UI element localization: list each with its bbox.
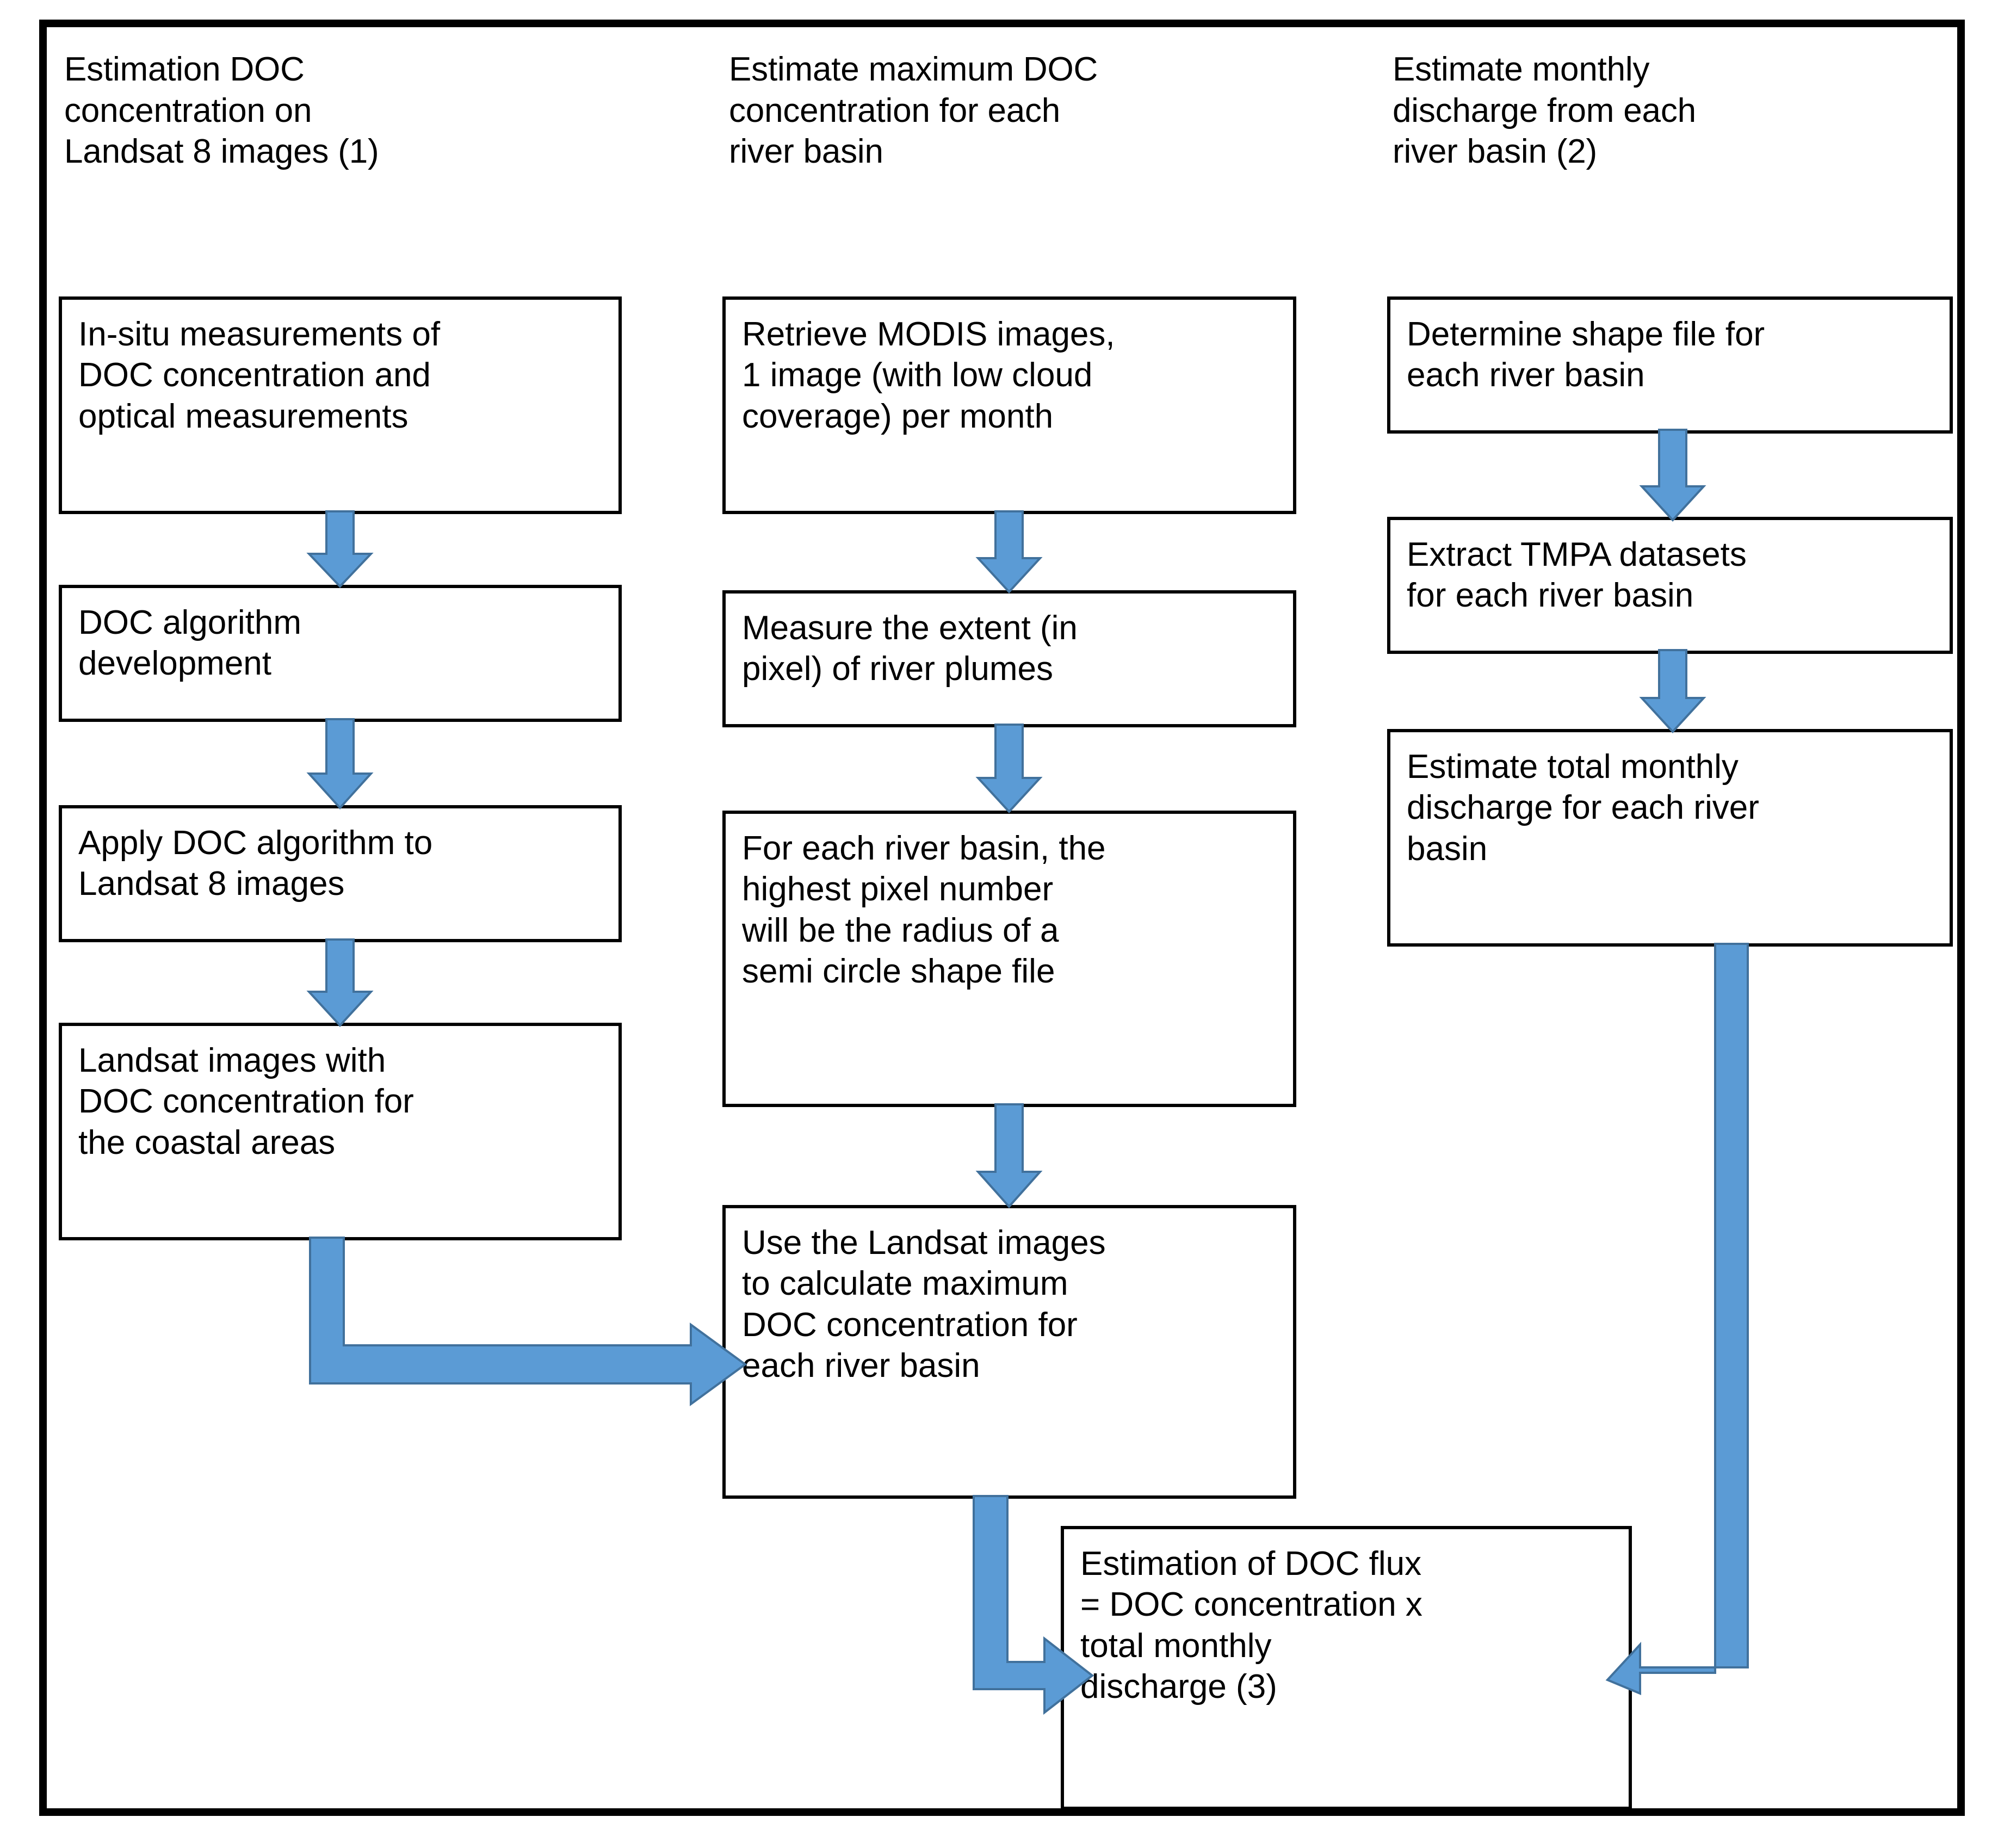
connector-arrow-down-4: [974, 510, 1044, 594]
connector-arrow-down-1: [305, 510, 375, 588]
node-determine-shape-file[interactable]: Determine shape file for each river basi…: [1387, 296, 1953, 434]
node-landsat-images-doc-coastal[interactable]: Landsat images with DOC concentration fo…: [59, 1023, 622, 1240]
connector-arrow-down-8: [1637, 649, 1708, 733]
node-apply-doc-algorithm[interactable]: Apply DOC algorithm to Landsat 8 images: [59, 805, 622, 942]
node-retrieve-modis-images[interactable]: Retrieve MODIS images, 1 image (with low…: [722, 296, 1296, 514]
column-header-2: Estimate maximum DOC concentration for e…: [729, 51, 1098, 171]
connector-arrow-down-2: [305, 718, 375, 809]
node-in-situ-measurements[interactable]: In-situ measurements of DOC concentratio…: [59, 296, 622, 514]
node-extract-tmpa-datasets[interactable]: Extract TMPA datasets for each river bas…: [1387, 517, 1953, 654]
connector-elbow-maxdoc-to-flux: [973, 1495, 1099, 1715]
column-header-3: Estimate monthly discharge from each riv…: [1393, 51, 1696, 171]
node-highest-pixel-radius-semicircle[interactable]: For each river basin, the highest pixel …: [722, 811, 1296, 1107]
connector-elbow-discharge-to-flux: [1605, 943, 1749, 1695]
connector-arrow-down-5: [974, 724, 1044, 813]
column-header-1: Estimation DOC concentration on Landsat …: [64, 51, 379, 171]
node-doc-algorithm-development[interactable]: DOC algorithm development: [59, 585, 622, 722]
connector-arrow-down-7: [1637, 429, 1708, 522]
connector-arrow-down-6: [974, 1103, 1044, 1209]
connector-elbow-coastal-to-maxdoc: [309, 1237, 751, 1417]
connector-arrow-down-3: [305, 938, 375, 1027]
node-estimation-doc-flux[interactable]: Estimation of DOC flux = DOC concentrati…: [1061, 1526, 1632, 1810]
node-use-landsat-calculate-max-doc[interactable]: Use the Landsat images to calculate maxi…: [722, 1205, 1296, 1499]
node-measure-extent-river-plumes[interactable]: Measure the extent (in pixel) of river p…: [722, 590, 1296, 727]
node-estimate-total-monthly-discharge[interactable]: Estimate total monthly discharge for eac…: [1387, 729, 1953, 947]
